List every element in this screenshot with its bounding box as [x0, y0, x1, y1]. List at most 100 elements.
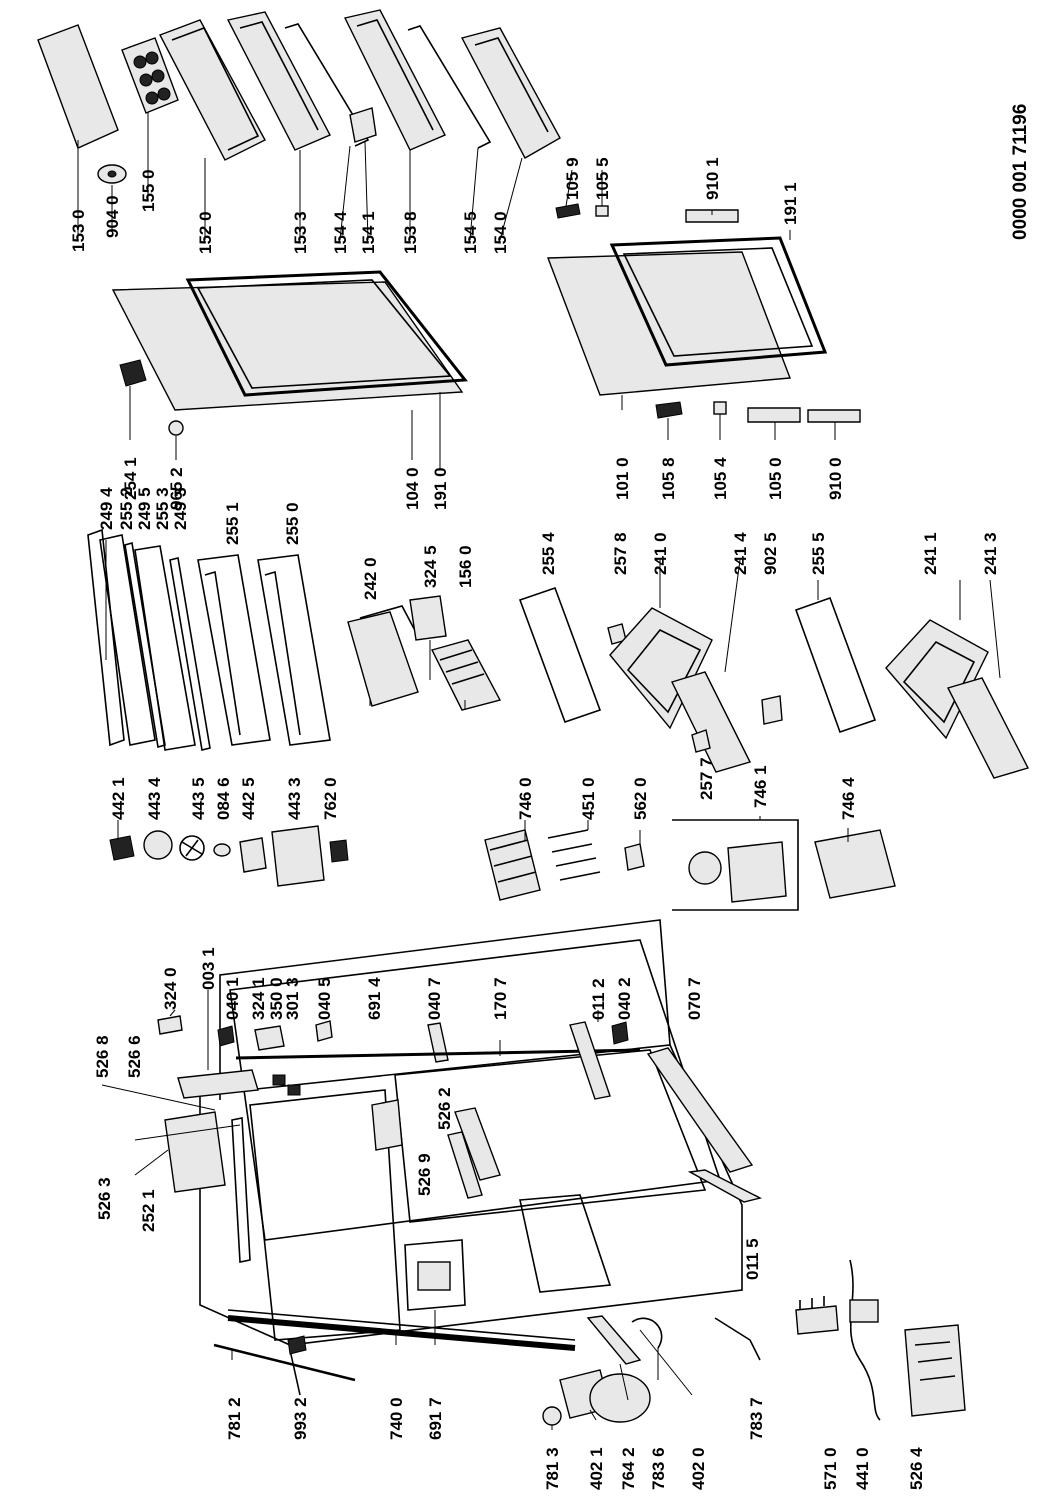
- part-number-labels: 153 0 904 0 155 0 152 0 153 3 154 4 154 …: [69, 157, 1000, 1490]
- label-2578: 257 8: [611, 532, 630, 575]
- label-2410: 241 0: [651, 532, 670, 575]
- label-6914: 691 4: [365, 977, 384, 1020]
- leader-lines: [77, 112, 1001, 1430]
- label-4020: 402 0: [689, 1447, 708, 1490]
- label-1533: 153 3: [291, 211, 310, 254]
- label-7813: 781 3: [543, 1447, 562, 1490]
- label-7642: 764 2: [619, 1447, 638, 1490]
- label-9652: 965 2: [167, 467, 186, 510]
- drawing-clip-0407: [427, 1022, 449, 1063]
- drawing-filter-dryer-7642: [586, 1315, 642, 1365]
- label-2554: 255 4: [539, 532, 558, 575]
- label-1040: 104 0: [403, 467, 422, 510]
- drawing-glass-shelf-2552: [99, 534, 156, 746]
- drawing-light-cover-0031: [177, 1069, 259, 1099]
- drawing-hinge-plate-9101: [685, 209, 739, 223]
- drawing-back-cover-7464: [814, 829, 896, 899]
- label-5264: 526 4: [907, 1447, 926, 1490]
- label-5263: 526 3: [95, 1177, 114, 1220]
- label-1910: 191 0: [431, 467, 450, 510]
- drawing-grommet-7813: [542, 1406, 562, 1426]
- drawing-cover-3245: [409, 595, 447, 641]
- drawing-wheel-9040: [97, 164, 127, 184]
- label-1540: 154 0: [491, 211, 510, 254]
- drawing-tube-7836: [631, 1317, 663, 1349]
- label-7836: 783 6: [649, 1447, 668, 1490]
- drawing-heater-4510: [547, 829, 601, 881]
- label-1545: 154 5: [461, 211, 480, 254]
- label-0407: 040 7: [425, 977, 444, 1020]
- label-4421: 442 1: [109, 777, 128, 820]
- label-1541: 154 1: [359, 211, 378, 254]
- label-2493: 249 3: [171, 487, 190, 530]
- label-1538: 153 8: [401, 211, 420, 254]
- label-5620: 562 0: [631, 777, 650, 820]
- label-2521: 252 1: [139, 1189, 158, 1232]
- label-2551: 255 1: [223, 502, 242, 545]
- drawing-crisper-2420: [347, 605, 421, 707]
- drawing-evaporator-7460: [484, 829, 541, 901]
- drawing-upper-door-1040: [111, 281, 464, 411]
- label-3245: 324 5: [421, 545, 440, 588]
- drawing-door-shelf-1520: [159, 19, 266, 161]
- label-4435: 443 5: [189, 777, 208, 820]
- drawing-glass-shelf-2550: [257, 554, 331, 746]
- label-5266: 526 6: [125, 1035, 144, 1078]
- label-2577: 257 7: [697, 757, 716, 800]
- label-5262: 526 2: [435, 1087, 454, 1130]
- drawing-drawer-front-2414: [671, 671, 752, 773]
- label-0112: 011 2: [589, 978, 608, 1020]
- drawing-base-0707: [646, 1047, 754, 1173]
- drawing-shelf-trim-2495: [124, 541, 166, 749]
- label-2494: 249 4: [97, 487, 116, 530]
- drawing-hinge-cover-1050: [747, 407, 801, 423]
- label-4021: 402 1: [587, 1447, 606, 1490]
- drawing-freezer-drawer-2410: [609, 607, 713, 730]
- label-5710: 571 0: [821, 1447, 840, 1490]
- drawing-clip-0401: [217, 1025, 235, 1047]
- drawing-door-shelf-1538: [343, 9, 446, 151]
- label-7464: 746 4: [839, 777, 858, 820]
- label-0031: 003 1: [199, 947, 218, 990]
- drawing-cover-3240: [157, 1015, 183, 1035]
- label-4434: 443 4: [145, 777, 164, 820]
- label-1530: 153 0: [69, 209, 88, 252]
- drawing-glass-shelf-2553: [134, 545, 196, 751]
- label-9100: 910 0: [826, 457, 845, 500]
- label-4510: 451 0: [579, 777, 598, 820]
- drawing-fan-motor-4421: [109, 835, 135, 861]
- drawing-clip-0405: [315, 1020, 333, 1042]
- label-2552: 255 2: [117, 487, 136, 530]
- label-7461: 746 1: [751, 765, 770, 808]
- drawing-rail-0115: [687, 1169, 762, 1203]
- label-7400: 740 0: [387, 1397, 406, 1440]
- drawing-fan-housing-4434: [143, 830, 173, 860]
- label-2553: 255 3: [153, 487, 172, 530]
- drawing-clip-2577: [691, 729, 711, 753]
- drawing-door-gasket-1911: [609, 236, 828, 367]
- label-4433: 443 3: [285, 777, 304, 820]
- drawing-bracket-9025: [761, 695, 783, 725]
- drawing-door-gasket-1910: [185, 270, 468, 397]
- drawing-sensor-probe-9932: [287, 1335, 307, 1396]
- drawing-power-board-5264: [904, 1324, 966, 1417]
- drawing-cover-3241: [254, 1025, 285, 1051]
- label-1520: 152 0: [196, 211, 215, 254]
- drawing-fan-assembly-5620: [624, 843, 645, 871]
- drawing-control-board-6917: [404, 1239, 466, 1311]
- drawing-handle-2541: [119, 359, 147, 387]
- drawing-control-panel-5269: [447, 1131, 483, 1199]
- drawing-bottle-shelf-1540: [460, 27, 561, 159]
- drawing-freezer-shelf-2555: [794, 596, 877, 734]
- drawing-thermostat-3013: [287, 1084, 301, 1096]
- drawing-door-shelf-1533: [226, 11, 331, 151]
- drawing-plug-9652: [168, 420, 184, 436]
- drawing-fan-cover-7461: [672, 819, 799, 911]
- drawing-shelf-trim-2493: [169, 557, 211, 751]
- drawing-top-cover-2521: [164, 1111, 226, 1193]
- label-7620: 762 0: [321, 777, 340, 820]
- drawing-rail-0112: [569, 1021, 611, 1100]
- label-2555: 255 5: [809, 532, 828, 575]
- label-1911: 191 1: [781, 182, 800, 225]
- label-2495: 249 5: [135, 487, 154, 530]
